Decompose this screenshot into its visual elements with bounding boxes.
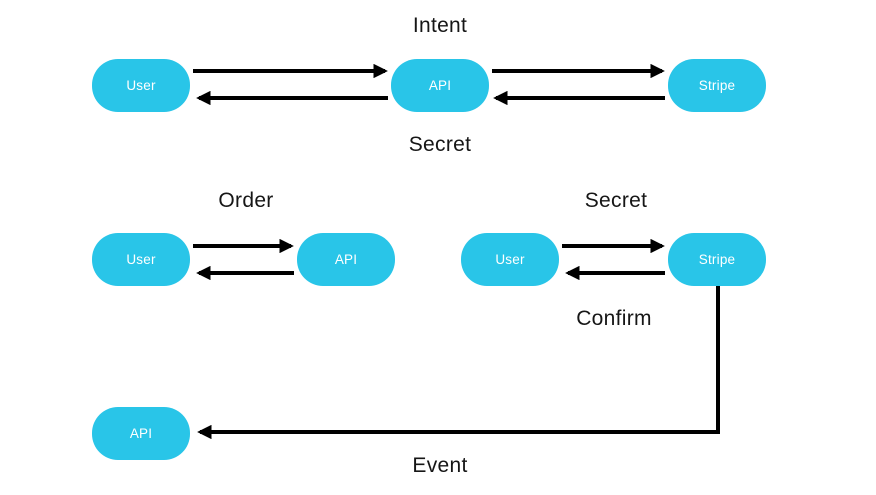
node-user-mid-left: User xyxy=(92,233,190,286)
label-order: Order xyxy=(218,189,274,212)
arrow-stripe-to-api-event xyxy=(197,284,720,440)
node-stripe-mid: Stripe xyxy=(668,233,766,286)
label-secret-top: Secret xyxy=(408,133,472,156)
node-api-mid: API xyxy=(297,233,395,286)
label-secret-mid: Secret xyxy=(584,189,648,212)
node-api-bottom: API xyxy=(92,407,190,460)
node-user-mid-right: User xyxy=(461,233,559,286)
node-api-top: API xyxy=(391,59,489,112)
node-stripe-top: Stripe xyxy=(668,59,766,112)
label-event: Event xyxy=(412,454,468,477)
label-intent: Intent xyxy=(412,14,468,37)
label-confirm: Confirm xyxy=(576,307,652,330)
node-user-top: User xyxy=(92,59,190,112)
